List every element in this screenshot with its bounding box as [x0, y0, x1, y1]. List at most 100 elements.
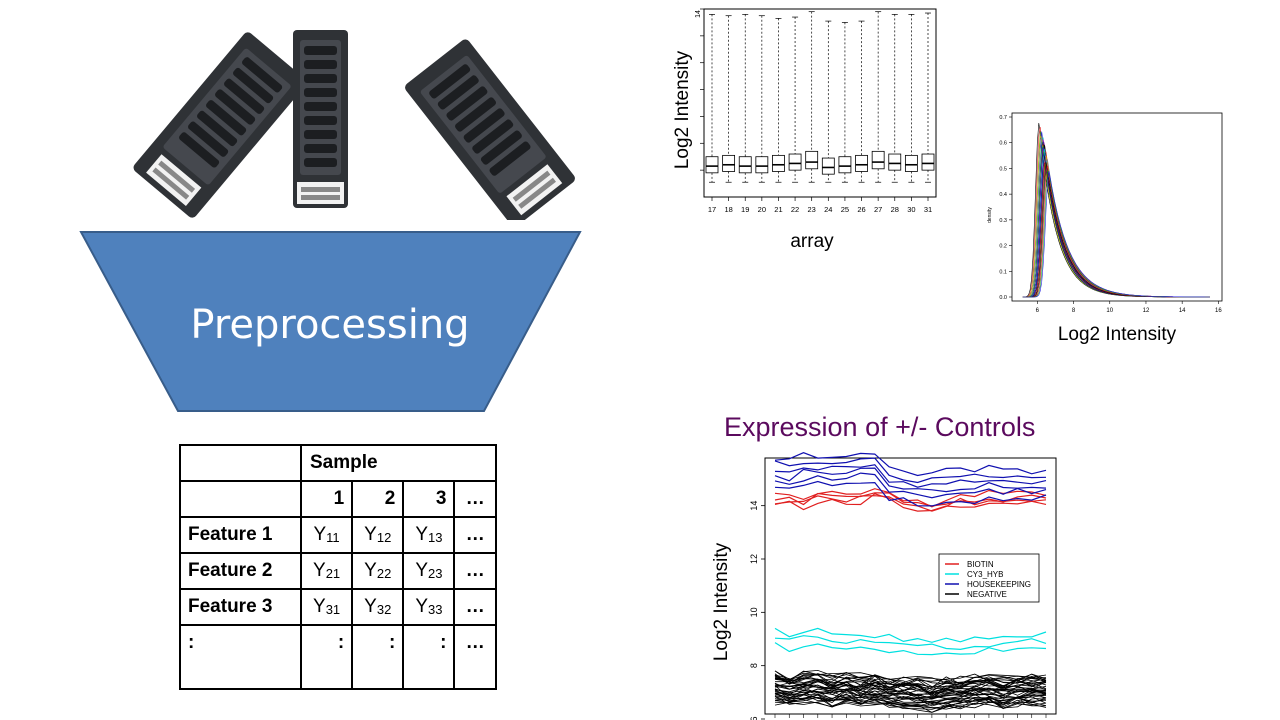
- table-row: Feature 3 Y31 Y32 Y33 …: [179, 588, 497, 626]
- ctrl-series-line-negative: [774, 694, 1047, 710]
- box-xtick-label: 20: [758, 205, 766, 214]
- ctrl-series-line-housekeeping: [774, 452, 1047, 477]
- ctrl-series-line-housekeeping: [774, 464, 1047, 488]
- density-ytick-label: 0.1: [999, 269, 1007, 275]
- row-label: Feature 2: [179, 552, 302, 590]
- box-xtick-label: 22: [791, 205, 799, 214]
- density-curve: [1022, 131, 1210, 298]
- preprocessing-funnel: Preprocessing: [79, 231, 582, 412]
- density-curve: [1022, 135, 1210, 298]
- box-xtick-label: 25: [841, 205, 849, 214]
- ctrl-series-line-housekeeping: [774, 472, 1047, 499]
- microarray-slide-center-icon: [293, 30, 348, 208]
- column-header: 2: [351, 480, 405, 518]
- density-curve: [1022, 122, 1210, 298]
- box-body: [722, 154, 736, 172]
- funnel-shape: [79, 231, 582, 412]
- density-ytick-label: 0.3: [999, 218, 1007, 224]
- ctrl-series-line-negative: [774, 670, 1047, 684]
- density-curve: [1022, 126, 1210, 298]
- table-cell: …: [453, 516, 497, 554]
- legend-label-negative: NEGATIVE: [967, 590, 1007, 599]
- row-label: :: [179, 624, 302, 690]
- box-xtick-label: 31: [924, 205, 932, 214]
- density-curve: [1022, 155, 1210, 298]
- density-curve: [1022, 147, 1210, 298]
- box-xtick-label: 17: [708, 205, 716, 214]
- table-cell: …: [453, 588, 497, 626]
- ctrl-series-line-housekeeping: [774, 480, 1047, 507]
- table-column-row: 1 2 3 …: [179, 480, 497, 518]
- density-curve: [1022, 171, 1210, 298]
- table-row: Feature 2 Y21 Y22 Y23 …: [179, 552, 497, 590]
- microarray-slide-right-icon: [405, 39, 575, 220]
- density-ytick-label: 0.5: [999, 166, 1007, 172]
- box-body: [772, 154, 785, 172]
- box-body: [821, 157, 835, 175]
- legend-label-biotin: BIOTIN: [967, 560, 994, 569]
- box-body: [855, 154, 868, 172]
- density-ytick-label: 0.2: [999, 244, 1007, 250]
- density-xlabel: Log2 Intensity: [1058, 324, 1177, 345]
- box-body: [888, 153, 902, 171]
- density-xtick-label: 8: [1072, 308, 1076, 314]
- box-body: [738, 156, 752, 174]
- density-curve: [1022, 139, 1210, 298]
- density-ytick-label: 0.7: [999, 115, 1007, 121]
- ctrl-series-line-negative: [774, 687, 1047, 699]
- ctrl-series-line-biotin: [774, 493, 1047, 512]
- table-cell: Y12: [351, 516, 405, 554]
- boxplot-ytick-top: 14: [695, 10, 702, 18]
- density-frame: [1011, 112, 1223, 302]
- table-cell: Y22: [351, 552, 405, 590]
- density-ytick-label: 0.4: [999, 192, 1007, 198]
- boxplot-ylabel: Log2 Intensity: [672, 50, 693, 169]
- ctrl-series-line-negative: [774, 697, 1047, 710]
- density-curve: [1022, 131, 1210, 298]
- ctrl-ytick-label: 6: [749, 716, 759, 720]
- density-xtick-label: 12: [1143, 308, 1150, 314]
- density-ytick-label: 0.6: [999, 141, 1007, 147]
- boxplot-xlabel: array: [790, 231, 834, 252]
- table-row: : : : : …: [179, 624, 497, 690]
- table-cell: :: [351, 624, 405, 690]
- table-header-row: Sample: [179, 444, 497, 482]
- box-xtick-label: 30: [907, 205, 915, 214]
- ctrl-series-line-negative: [774, 686, 1047, 700]
- density-ytick-label: 0.0: [999, 295, 1007, 301]
- table-cell: Y33: [402, 588, 456, 626]
- table-cell: Y11: [299, 516, 354, 554]
- box-xtick-label: 28: [891, 205, 899, 214]
- column-header: …: [453, 480, 497, 518]
- controls-legend: BIOTIN CY3_HYB HOUSEKEEPING NEGATIVE: [938, 553, 1040, 603]
- ctrl-series-line-negative: [774, 672, 1047, 685]
- controls-frame: [764, 457, 1057, 715]
- legend-label-cy3: CY3_HYB: [967, 570, 1003, 579]
- density-curve: [1022, 155, 1210, 298]
- table-cell: …: [453, 624, 497, 690]
- table-row: Feature 1 Y11 Y12 Y13 …: [179, 516, 497, 554]
- ctrl-series-line-negative: [774, 679, 1047, 697]
- density-curve: [1022, 148, 1210, 298]
- box-body: [705, 156, 719, 174]
- column-header: 1: [299, 480, 354, 518]
- density-xtick-label: 16: [1215, 308, 1222, 314]
- ctrl-series-line-housekeeping: [774, 457, 1047, 484]
- ctrl-series-line-negative: [774, 669, 1047, 684]
- box-xtick-label: 23: [808, 205, 816, 214]
- ctrl-ytick-label: 14: [749, 501, 759, 511]
- table-cell: Y21: [299, 552, 354, 590]
- box-xtick-label: 24: [824, 205, 832, 214]
- density-curve: [1022, 159, 1210, 298]
- legend-label-housekeeping: HOUSEKEEPING: [967, 580, 1031, 589]
- density-ylabel: density: [987, 207, 993, 223]
- density-curve: [1022, 151, 1210, 298]
- ctrl-series-line-negative: [774, 685, 1046, 700]
- row-label: Feature 1: [179, 516, 302, 554]
- density-curve: [1022, 155, 1210, 298]
- box-body: [871, 150, 885, 170]
- density-curve: [1022, 143, 1210, 298]
- box-body: [788, 153, 802, 171]
